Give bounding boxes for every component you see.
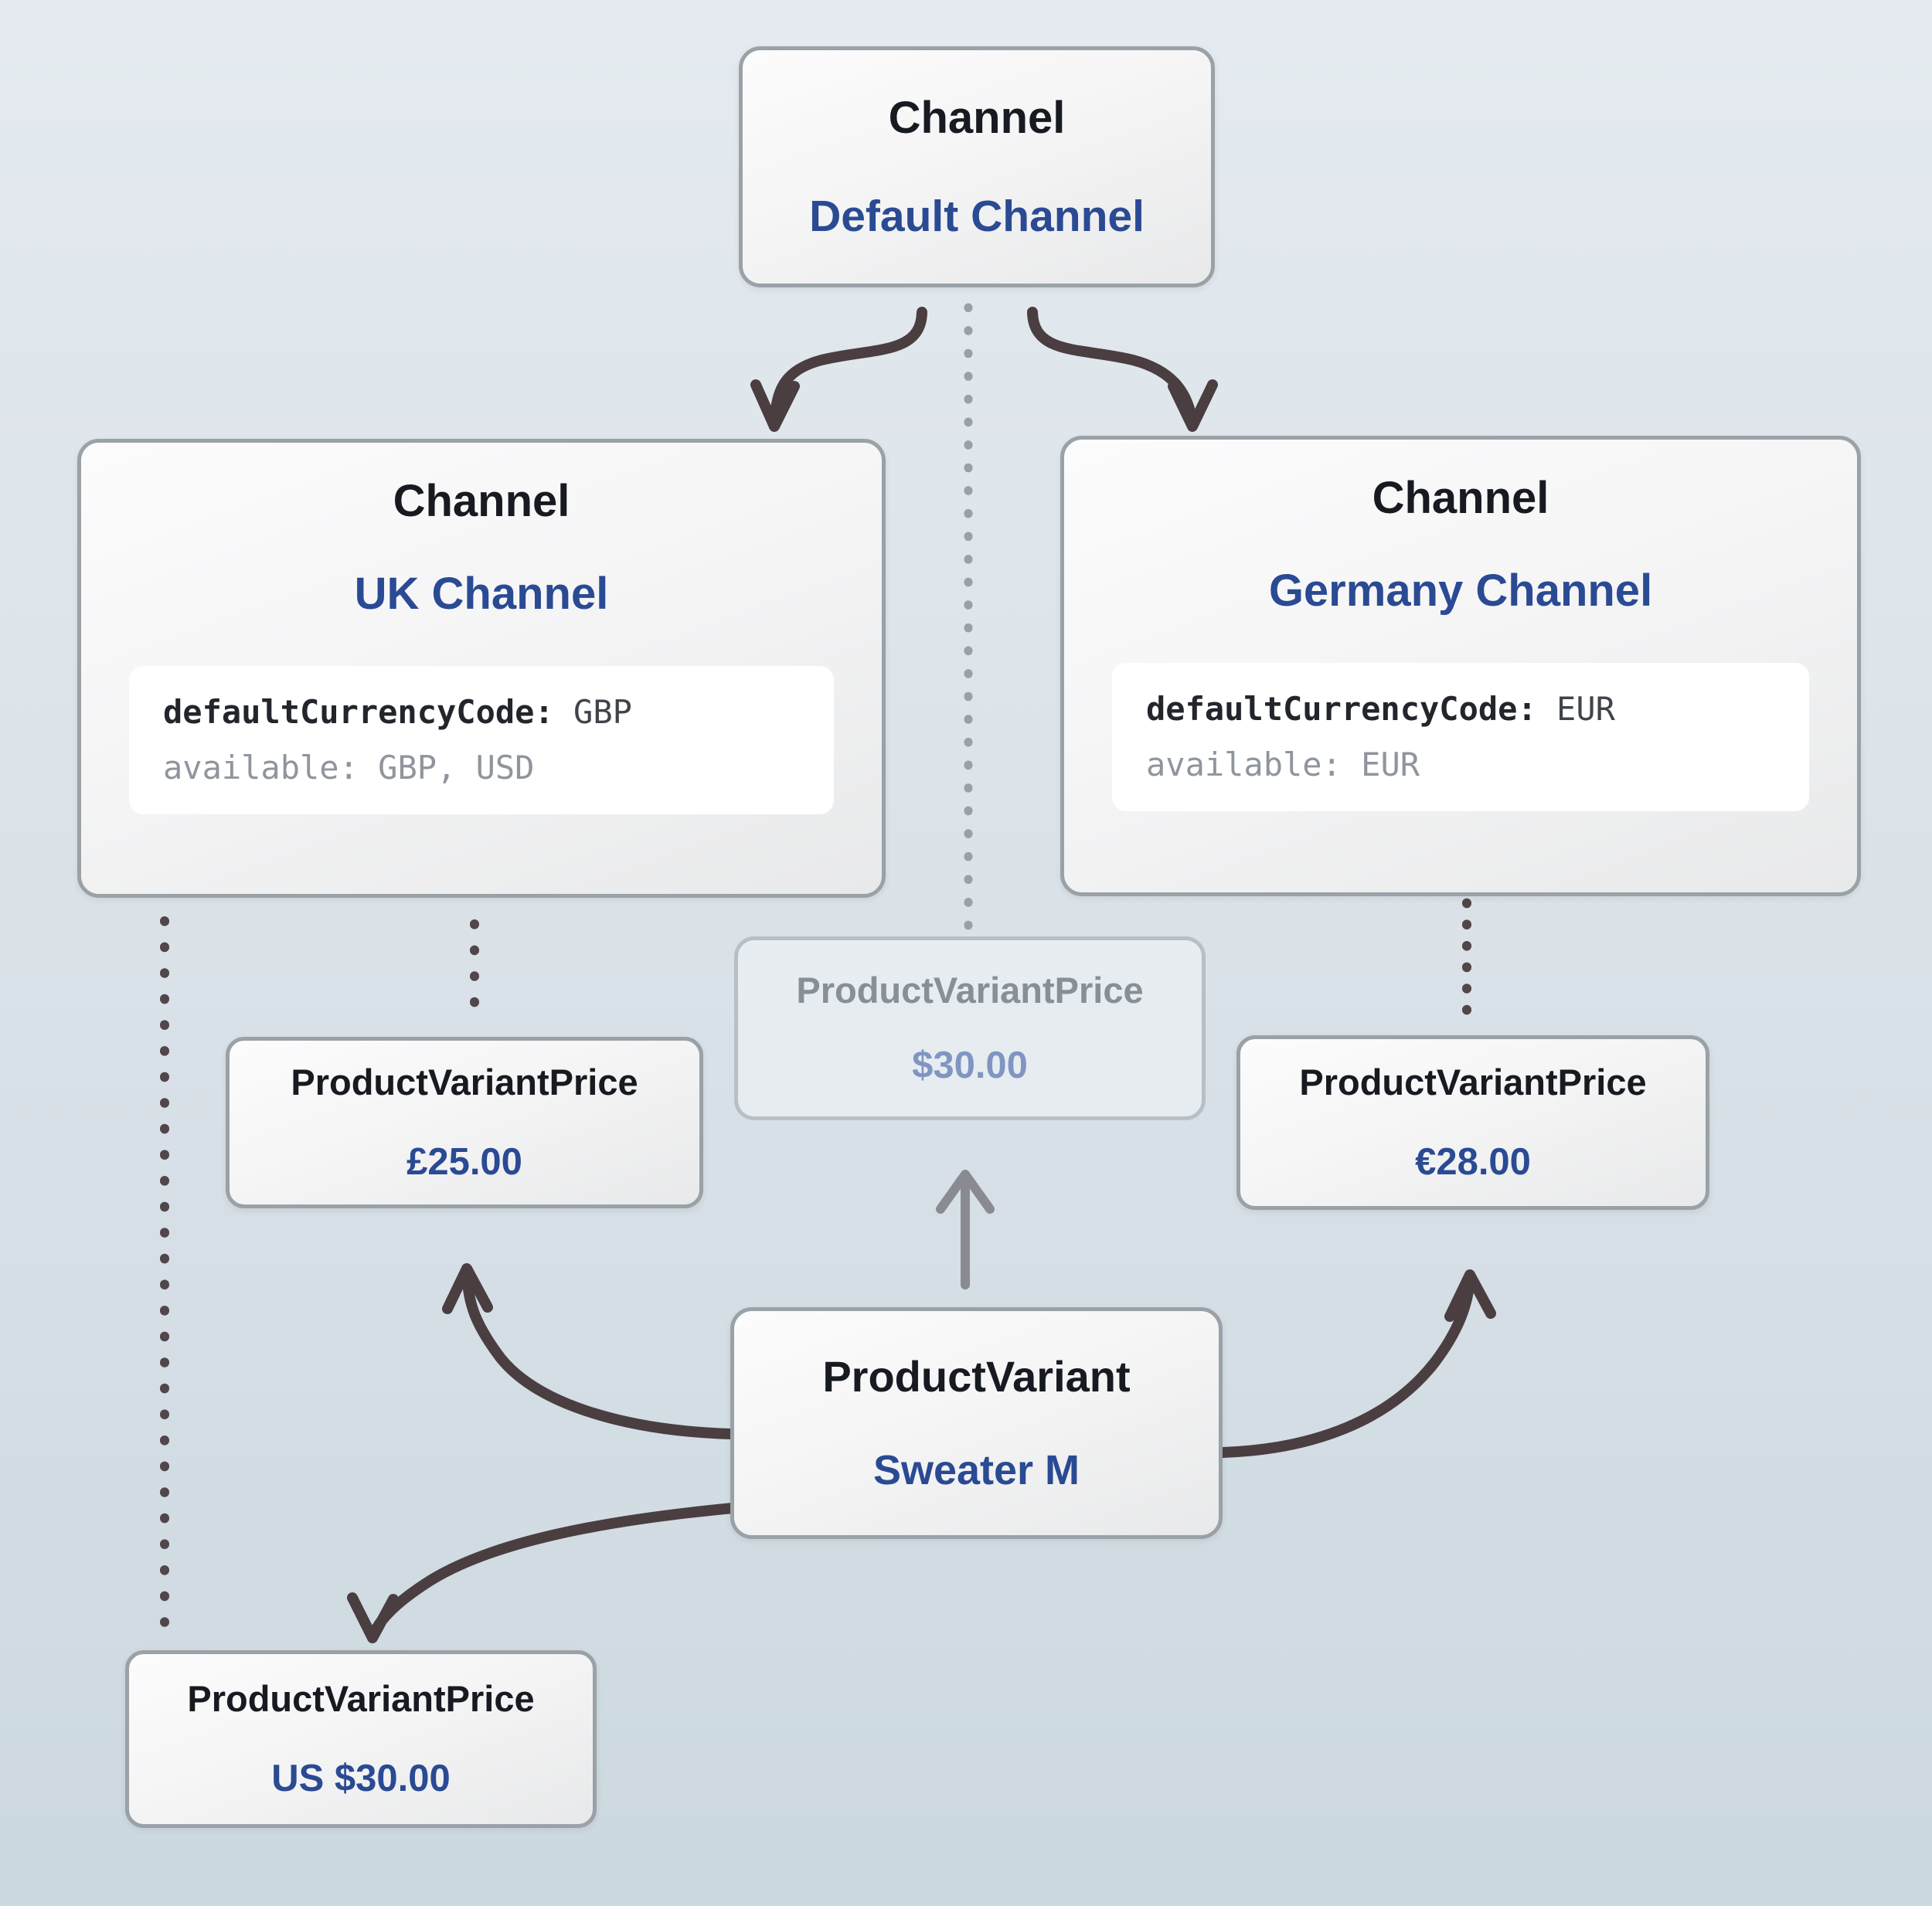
node-title: Sweater M — [872, 1447, 1080, 1493]
node-product-variant: ProductVariant Sweater M — [730, 1307, 1223, 1539]
code-line-available: available: GBP, USD — [163, 749, 535, 787]
arrowhead-variant-to-uk-price — [442, 1263, 493, 1314]
node-type-label: ProductVariant — [822, 1352, 1131, 1401]
arrowhead-variant-to-germany-price — [1444, 1269, 1496, 1322]
arrowhead-variant-to-default-price — [936, 1170, 995, 1214]
node-type-label: Channel — [393, 476, 570, 526]
uk-channel-code-box: defaultCurrencyCode: GBP available: GBP,… — [129, 666, 834, 815]
node-germany-price: ProductVariantPrice €28.00 — [1236, 1035, 1709, 1210]
edge-product-variant-to-germany-price-arrow — [1217, 1276, 1475, 1458]
node-germany-channel: Channel Germany Channel defaultCurrencyC… — [1060, 436, 1861, 896]
node-type-label: Channel — [1372, 473, 1549, 523]
price-value: $30.00 — [912, 1045, 1028, 1086]
node-title: UK Channel — [354, 569, 609, 619]
price-value: US $30.00 — [271, 1758, 451, 1799]
arrowhead-default-to-germany — [1168, 379, 1218, 432]
edge-product-variant-to-uk-price-arrow — [461, 1269, 736, 1439]
edge-default-channel-to-uk-channel-arrow — [769, 307, 927, 429]
node-us-price: ProductVariantPrice US $30.00 — [125, 1650, 597, 1828]
code-line-default-currency: defaultCurrencyCode: EUR — [1146, 690, 1615, 728]
arrowhead-default-to-uk — [750, 379, 800, 432]
code-line-available: available: EUR — [1146, 746, 1420, 784]
node-default-price: ProductVariantPrice $30.00 — [734, 936, 1206, 1120]
germany-channel-code-box: defaultCurrencyCode: EUR available: EUR — [1112, 663, 1809, 812]
arrowhead-variant-to-us-price — [347, 1592, 399, 1643]
node-type-label: ProductVariantPrice — [291, 1062, 638, 1102]
node-uk-channel: Channel UK Channel defaultCurrencyCode: … — [77, 439, 886, 898]
code-line-default-currency: defaultCurrencyCode: GBP — [163, 693, 632, 731]
edge-default-channel-to-germany-channel-arrow — [1027, 307, 1198, 429]
node-type-label: ProductVariantPrice — [187, 1678, 535, 1719]
node-title: Default Channel — [809, 191, 1145, 241]
price-value: £25.00 — [406, 1141, 522, 1183]
edge-product-variant-to-us-price-arrow — [369, 1503, 738, 1639]
node-title: Germany Channel — [1268, 566, 1653, 616]
node-type-label: ProductVariantPrice — [1299, 1062, 1647, 1102]
node-type-label: Channel — [888, 92, 1066, 143]
node-type-label: ProductVariantPrice — [796, 970, 1144, 1011]
node-default-channel: Channel Default Channel — [739, 46, 1215, 287]
price-value: €28.00 — [1415, 1141, 1531, 1183]
node-uk-price: ProductVariantPrice £25.00 — [226, 1037, 703, 1208]
